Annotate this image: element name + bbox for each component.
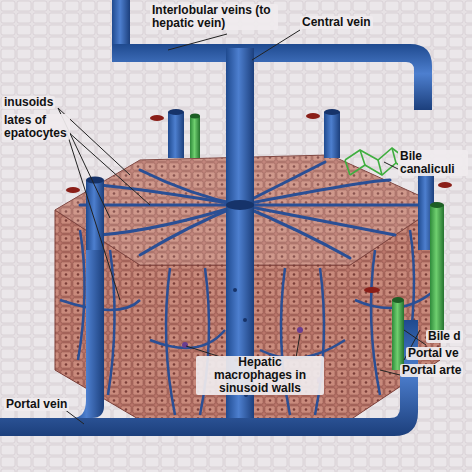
part-label: lates of epatocytes	[2, 114, 70, 140]
part-label: Bile d	[426, 330, 463, 343]
part-label: inusoids	[2, 96, 55, 109]
part-label: Portal vein	[4, 398, 69, 411]
part-label: Portal ve	[406, 347, 461, 360]
part-label: Hepatic macrophages in sinusoid walls	[196, 356, 324, 395]
part-label: Portal arte	[400, 364, 463, 377]
part-label: Bile canaliculi	[398, 150, 468, 176]
part-label: Central vein	[300, 16, 373, 29]
part-label: Interlobular veins (to hepatic vein)	[150, 4, 278, 30]
